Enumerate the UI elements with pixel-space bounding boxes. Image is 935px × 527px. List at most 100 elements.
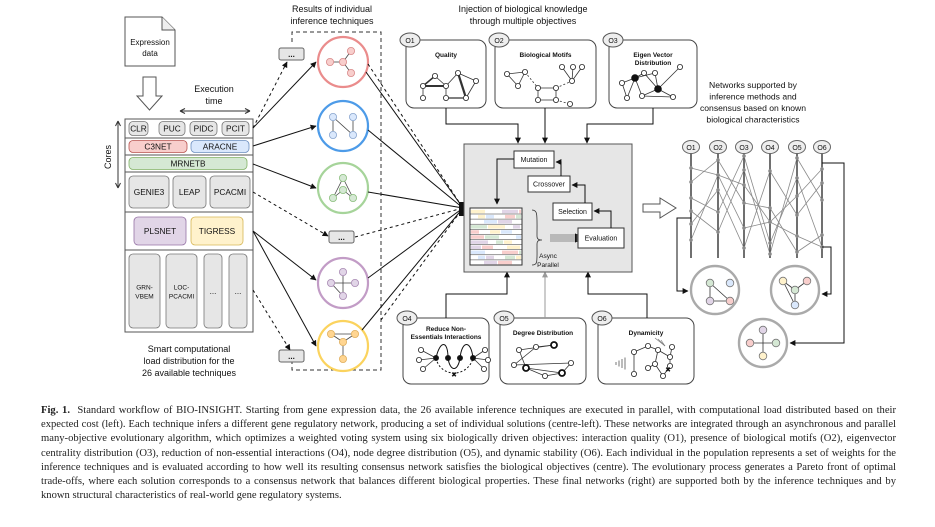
graph-node bbox=[677, 64, 684, 71]
graph-edge bbox=[555, 80, 573, 89]
graph-node bbox=[725, 296, 735, 306]
individual-gene-block bbox=[516, 235, 521, 239]
solution-point bbox=[742, 226, 746, 230]
removed-mark-icon: ✖ bbox=[665, 367, 671, 374]
solution-point bbox=[742, 201, 746, 205]
solution-point bbox=[820, 181, 824, 185]
technique-label: ... bbox=[235, 287, 242, 296]
solution-point bbox=[742, 168, 746, 172]
individual-gene-block bbox=[471, 245, 481, 249]
solid-connector bbox=[361, 207, 464, 331]
solution-point bbox=[689, 196, 693, 200]
objective-label: Distribution bbox=[635, 60, 671, 67]
graph-node bbox=[328, 130, 337, 139]
graph-node bbox=[326, 278, 335, 287]
solid-arrow bbox=[252, 163, 317, 189]
individual-gene-block bbox=[516, 214, 521, 219]
individual-gene-block bbox=[484, 260, 497, 265]
dashed-arrow bbox=[252, 289, 291, 351]
pareto-solution-line bbox=[690, 154, 823, 248]
solution-point bbox=[742, 183, 746, 187]
graph-node bbox=[454, 70, 461, 77]
graph-node bbox=[667, 362, 674, 369]
solution-point bbox=[689, 166, 693, 170]
objective-badge bbox=[399, 32, 421, 48]
graph-node bbox=[348, 130, 357, 139]
graph-node bbox=[338, 173, 347, 182]
individual-gene-block bbox=[478, 255, 485, 260]
objective-id: O2 bbox=[494, 38, 503, 45]
individual-gene-block bbox=[498, 220, 512, 224]
graph-node bbox=[338, 58, 347, 67]
objective-badge bbox=[488, 32, 510, 48]
graph-node bbox=[503, 71, 510, 78]
graph-node bbox=[669, 343, 676, 350]
individual-gene-block bbox=[478, 214, 485, 219]
technique-label: ARACNE bbox=[203, 142, 238, 152]
graph-node bbox=[431, 73, 438, 80]
connector-to-network-3 bbox=[789, 162, 845, 346]
graph-node bbox=[328, 113, 337, 122]
o3-connector bbox=[584, 108, 654, 144]
selection-to-crossover bbox=[571, 182, 586, 203]
graph-node bbox=[338, 354, 347, 363]
down-arrow-icon bbox=[135, 76, 164, 111]
technique-label: PLSNET bbox=[144, 226, 176, 236]
individual-gene-block bbox=[504, 240, 512, 244]
objective-label: Reduce Non- bbox=[426, 326, 466, 333]
central-node bbox=[631, 74, 639, 82]
arrowheads-cluster bbox=[459, 202, 465, 216]
graph-node bbox=[346, 47, 355, 56]
individual-gene-block bbox=[505, 255, 515, 260]
graph-node bbox=[442, 83, 449, 90]
graph-edge bbox=[506, 71, 526, 75]
caption-label: Fig. 1. bbox=[41, 405, 70, 416]
graph-edge bbox=[709, 282, 731, 302]
graph-node bbox=[758, 325, 768, 335]
graph-node bbox=[802, 276, 812, 286]
graph-node bbox=[745, 338, 755, 348]
pareto-solution-line bbox=[690, 167, 823, 248]
ellipsis-box bbox=[328, 230, 355, 244]
individual-gene-block bbox=[519, 250, 521, 255]
objective-axis-badge bbox=[735, 140, 753, 154]
graph-node bbox=[419, 83, 426, 90]
ellipsis-label: ... bbox=[288, 352, 295, 361]
hub-node bbox=[522, 364, 530, 372]
solution-point bbox=[795, 194, 799, 198]
figure-caption: Fig. 1. Standard workflow of BIO-INSIGHT… bbox=[41, 404, 896, 503]
graph-node bbox=[655, 346, 662, 353]
dashed-connector bbox=[354, 207, 464, 238]
graph-node bbox=[652, 360, 659, 367]
individual-gene-block bbox=[516, 255, 521, 260]
motion-line bbox=[660, 339, 666, 347]
objective-badge bbox=[493, 310, 515, 326]
technique-box bbox=[128, 175, 170, 209]
technique-box bbox=[203, 253, 223, 329]
mutation-to-population bbox=[494, 158, 514, 205]
graph-edge bbox=[513, 362, 572, 366]
individual-gene-block bbox=[505, 214, 515, 219]
technique-label: TIGRESS bbox=[199, 226, 236, 236]
technique-box bbox=[133, 216, 187, 246]
objective-id: O6 bbox=[597, 316, 606, 323]
graph-node bbox=[579, 64, 586, 71]
technique-label: MRNETB bbox=[170, 159, 205, 169]
objective-axis-badge bbox=[682, 140, 700, 154]
solution-point bbox=[795, 234, 799, 238]
expression-data-label: Expression bbox=[130, 38, 170, 47]
dashed-connector bbox=[380, 207, 464, 321]
networks-title: inference methods and bbox=[709, 92, 797, 102]
results-title: inference techniques bbox=[290, 16, 374, 26]
crossover-box-label: Crossover bbox=[533, 182, 566, 189]
objective-id: O1 bbox=[405, 38, 414, 45]
solution-point bbox=[820, 233, 824, 237]
solid-arrow bbox=[252, 230, 317, 347]
technique-label: GRN- bbox=[136, 285, 153, 292]
technique-label: PCIT bbox=[226, 124, 245, 134]
graph-node bbox=[631, 348, 638, 355]
technique-label: C3NET bbox=[144, 142, 171, 152]
objective-axis-label: O4 bbox=[765, 145, 774, 152]
objectives-title: Injection of biological knowledge bbox=[458, 4, 587, 14]
